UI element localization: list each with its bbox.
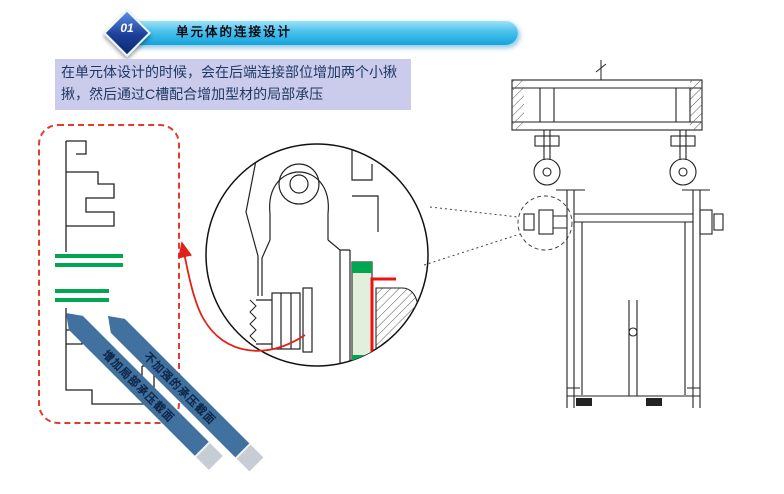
c-channel-red-highlight	[370, 277, 396, 355]
cleat-tab-bottom	[352, 355, 372, 366]
red-callout-arrow	[178, 241, 306, 352]
cleat-body	[351, 261, 373, 366]
page-title: 单元体的连接设计	[176, 25, 293, 39]
assembly-drawing	[511, 60, 724, 408]
intro-text: 在单元体设计的时候，会在后端连接部位增加两个小揪揪，然后通过C槽配合增加型材的局…	[61, 64, 397, 102]
roller-left	[533, 158, 561, 186]
header-number: 01	[120, 21, 134, 35]
intro-block: 在单元体设计的时候，会在后端连接部位增加两个小揪揪，然后通过C槽配合增加型材的局…	[55, 59, 411, 111]
bolt-head-hatched	[375, 287, 420, 349]
detail-source-circle	[517, 195, 573, 251]
pivot-bolt-outer	[278, 163, 320, 205]
embed-channel-beam	[511, 79, 703, 131]
magnifier-leader-lines	[423, 195, 573, 266]
roller-right	[669, 158, 697, 186]
mullion-walls	[566, 190, 701, 408]
cleat-bolt-right	[699, 209, 713, 235]
cleat-bolt-left	[538, 209, 554, 235]
washer-plate	[302, 287, 313, 353]
magnifier-circle	[205, 143, 429, 367]
cleat-highlight	[351, 261, 420, 366]
hex-nut	[271, 292, 301, 350]
title-bar: 单元体的连接设计	[118, 20, 518, 45]
cleat-tab-top	[352, 262, 372, 273]
pivot-bolt-inner	[289, 174, 309, 194]
connection-detail-drawing	[245, 149, 379, 366]
